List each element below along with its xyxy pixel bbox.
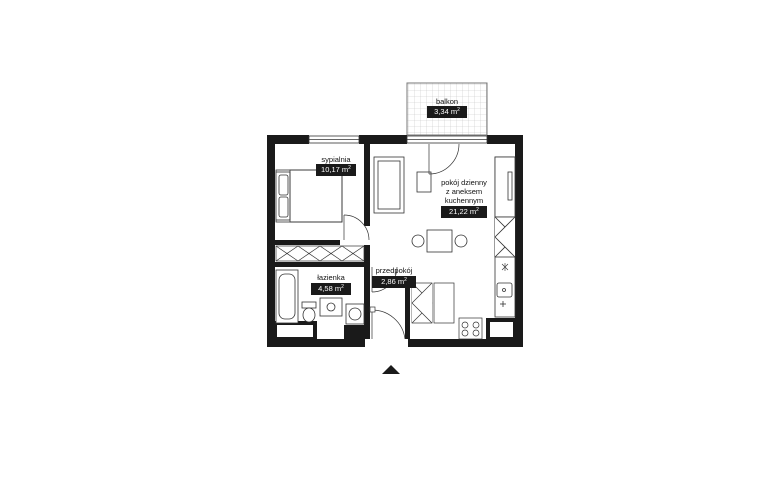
label-przedpokoj: przedpokój	[375, 266, 413, 275]
balcony-door	[428, 143, 460, 175]
area-badge-sypialnia: 10,17 m2	[316, 164, 356, 176]
label-balkon: balkon	[435, 97, 459, 106]
windows	[308, 135, 488, 144]
label-pokoj-line3: kuchennym	[444, 196, 484, 205]
hall-cabinet	[411, 282, 455, 324]
bedroom-door	[343, 214, 370, 241]
north-arrow-icon	[382, 365, 400, 374]
kitchen-counter	[494, 156, 516, 318]
label-pokoj-line1: pokój dzienny	[441, 178, 487, 187]
bed	[275, 169, 343, 223]
washbasin	[319, 297, 343, 317]
area-badge-lazienka: 4,58 m2	[311, 283, 351, 295]
side-table	[416, 171, 432, 193]
dining-table	[411, 229, 468, 253]
wardrobe	[275, 245, 365, 262]
area-badge-przedpokoj: 2,86 m2	[372, 276, 416, 288]
label-pokoj-line2: z aneksem	[445, 187, 483, 196]
entrance-door	[369, 306, 406, 340]
interior-walls	[275, 144, 410, 339]
snowflake-icon	[501, 263, 509, 271]
washing-machine	[345, 303, 365, 325]
area-badge-pokoj: 21,22 m2	[441, 206, 487, 218]
toilet	[301, 301, 317, 323]
area-badge-balkon: 3,34 m2	[427, 106, 467, 118]
label-sypialnia: sypialnia	[321, 155, 351, 164]
outer-walls	[267, 135, 523, 347]
label-lazienka: łazienka	[317, 273, 345, 282]
bathtub	[275, 269, 299, 324]
sofa	[373, 156, 405, 214]
cooktop	[458, 317, 483, 340]
